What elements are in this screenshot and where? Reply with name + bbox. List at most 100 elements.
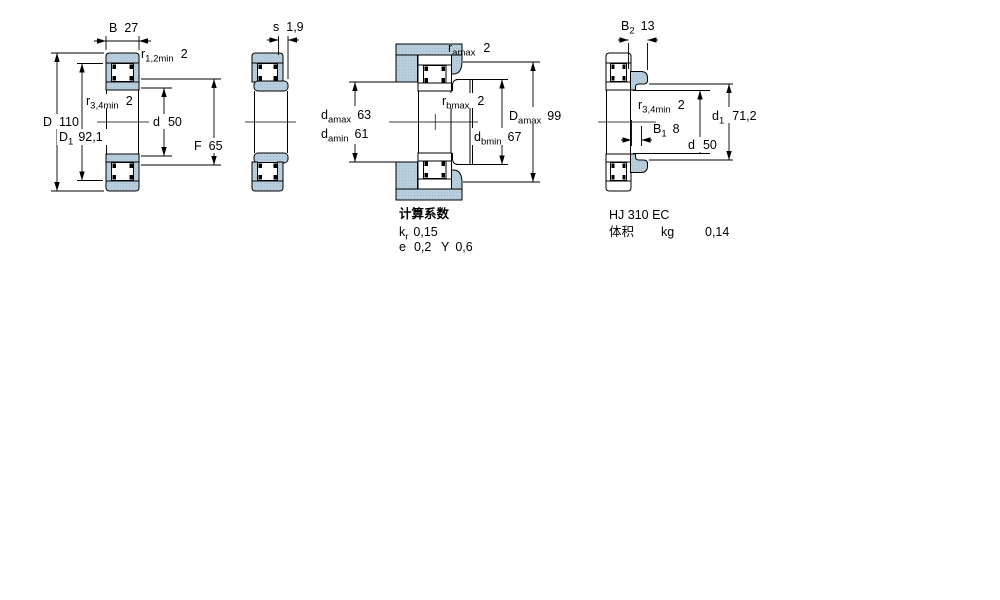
- outer-ring-bottom: [605, 180, 632, 192]
- shaft-shoulder-left-top: [395, 54, 418, 83]
- cage-mark: [273, 64, 277, 69]
- cage-mark: [611, 175, 615, 180]
- calculation-factors-title: 计算系数: [399, 206, 450, 221]
- cage-mark: [273, 175, 277, 180]
- cage-mark: [258, 64, 262, 69]
- cage-mark: [273, 76, 277, 81]
- cage-mark: [129, 64, 133, 69]
- bearing-section: [97, 52, 149, 192]
- cage-mark: [611, 163, 615, 168]
- angle-ring-designation: HJ 310 EC: [609, 208, 669, 222]
- cage-mark: [112, 163, 116, 168]
- outer-ring-flange: [445, 64, 452, 84]
- outer-ring-flange: [605, 161, 611, 182]
- outer-ring-flange: [445, 160, 452, 180]
- angle-ring-data-block: HJ 310 EC 体积 kg 0,14: [609, 208, 729, 239]
- outer-ring-flange: [133, 62, 140, 83]
- shaft-step-fillet-bottom: [452, 153, 459, 165]
- inner-ring-bottom: [417, 152, 452, 162]
- outer-ring-flange: [277, 62, 284, 83]
- outer-ring-bottom: [105, 180, 140, 192]
- outer-ring-bottom: [251, 180, 284, 192]
- outer-ring-flange: [605, 62, 611, 83]
- centerline: [389, 114, 478, 130]
- bearing-section: [245, 52, 296, 192]
- cage-mark: [424, 173, 428, 178]
- inner-ring-top: [105, 81, 140, 91]
- outer-ring-top: [105, 52, 140, 64]
- bearing-section-outline: [598, 52, 656, 192]
- outer-ring-top: [417, 54, 452, 66]
- cage-mark: [441, 161, 445, 166]
- cage-mark: [441, 66, 445, 71]
- cage-mark: [258, 76, 262, 81]
- inner-ring-bottom: [605, 153, 632, 163]
- cage-mark: [424, 78, 428, 83]
- shaft-shoulder-left-bottom: [395, 161, 418, 190]
- shaft-step-fillet-top: [452, 79, 459, 91]
- outer-ring-flange: [417, 64, 424, 84]
- outer-ring-flange: [251, 161, 258, 182]
- cage-mark: [112, 76, 116, 81]
- angle-ring-section-bottom: [630, 153, 648, 173]
- inner-ring-top: [605, 81, 632, 91]
- housing-band-bottom: [395, 188, 463, 201]
- outer-ring-top: [605, 52, 632, 64]
- angle-ring-mass-value: 0,14: [705, 225, 729, 239]
- cage-mark: [622, 76, 626, 81]
- outer-ring-top: [251, 52, 284, 64]
- cage-mark: [112, 64, 116, 69]
- angle-ring-mass-unit: kg: [661, 225, 674, 239]
- cage-mark: [258, 175, 262, 180]
- housing-shoulder-right-top: [451, 54, 463, 75]
- cage-mark: [622, 64, 626, 69]
- inner-ring-bottom: [105, 153, 140, 163]
- inner-ring-top: [417, 82, 452, 92]
- cage-mark: [441, 173, 445, 178]
- cage-mark: [424, 66, 428, 71]
- cage-mark: [129, 175, 133, 180]
- outer-ring-flange: [105, 62, 112, 83]
- outer-ring-flange: [105, 161, 112, 182]
- cage-mark: [622, 163, 626, 168]
- housing-shoulder-right-bottom: [451, 169, 463, 190]
- bearing-section-outline: [389, 54, 478, 190]
- angle-ring-mass-label: 体积: [609, 225, 634, 239]
- inner-ring-top: [253, 80, 289, 92]
